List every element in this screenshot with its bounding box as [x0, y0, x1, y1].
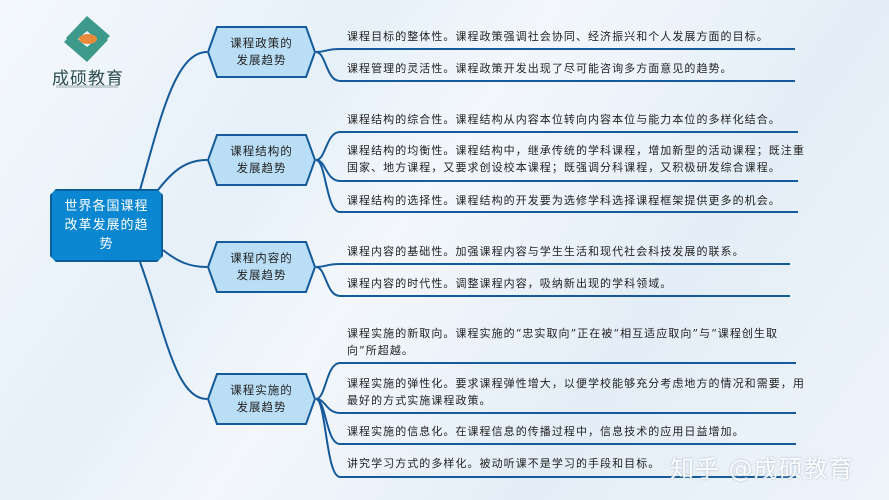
- root-connector: [139, 261, 208, 400]
- leaf-connector: [315, 263, 790, 268]
- logo: [52, 14, 122, 68]
- leaf-item: 课程结构的选择性。课程结构的开发要为选修学科选择课程框架提供更多的机会。: [347, 194, 781, 207]
- watermark: 知乎 @成硕教育: [670, 455, 854, 483]
- leaf-connector: [315, 362, 796, 400]
- logo-tagline: [56, 85, 118, 88]
- branch-label: 课程内容的发展趋势: [230, 251, 293, 282]
- leaf-item: 课程实施的信息化。在课程信息的传播过程中，信息技术的应用日益增加。: [347, 425, 745, 438]
- branch-label: 课程结构的发展趋势: [230, 144, 293, 175]
- leaf-connector: [315, 398, 796, 478]
- leaf-connector: [315, 51, 795, 82]
- branch-label: 课程政策的发展趋势: [230, 36, 293, 67]
- branch-node-implementation: 课程实施的发展趋势: [207, 373, 316, 425]
- leaf-item: 课程内容的时代性。调整课程内容，吸纳新出现的学科领域。: [347, 277, 673, 290]
- branch-node-policy: 课程政策的发展趋势: [207, 26, 316, 78]
- leaf-item: 课程内容的基础性。加强课程内容与学生生活和现代社会科技发展的联系。: [347, 245, 745, 258]
- leaf-item: 课程实施的新取向。课程实施的“忠实取向”正在被“相互适应取向”与“课程创生取向”…: [347, 327, 779, 357]
- leaf-connector: [315, 131, 798, 161]
- root-label: 世界各国课程改革发展的趋势: [64, 199, 149, 252]
- branch-node-structure: 课程结构的发展趋势: [207, 134, 316, 186]
- root-node: 世界各国课程改革发展的趋势: [50, 189, 163, 262]
- root-connector: [157, 159, 208, 191]
- branch-label: 课程实施的发展趋势: [230, 383, 293, 414]
- leaf-item: 课程结构的均衡性。课程结构中，继承传统的学科课程，增加新型的活动课程；既注重国家…: [347, 144, 805, 174]
- leaf-item: 讲究学习方式的多样化。被动听课不是学习的手段和目标。: [347, 457, 661, 470]
- branch-node-content: 课程内容的发展趋势: [207, 241, 316, 293]
- leaf-connector: [315, 48, 795, 53]
- logo-icon: [64, 16, 110, 62]
- leaf-connector: [315, 266, 790, 297]
- root-connector: [139, 51, 208, 191]
- leaf-item: 课程结构的综合性。课程结构从内容本位转向内容本位与能力本位的多样化结合。: [347, 113, 781, 126]
- leaf-item: 课程管理的灵活性。课程政策开发出现了尽可能咨询多方面意见的趋势。: [347, 62, 733, 75]
- leaf-item: 课程实施的弹性化。要求课程弹性增大，以便学校能够充分考虑地方的情况和需要，用最好…: [347, 377, 805, 407]
- leaf-connector: [315, 159, 798, 213]
- leaf-item: 课程目标的整体性。课程政策强调社会协同、经济振兴和个人发展方面的目标。: [347, 30, 769, 43]
- logo-name: 成硕教育: [52, 69, 124, 89]
- root-connector: [162, 249, 208, 268]
